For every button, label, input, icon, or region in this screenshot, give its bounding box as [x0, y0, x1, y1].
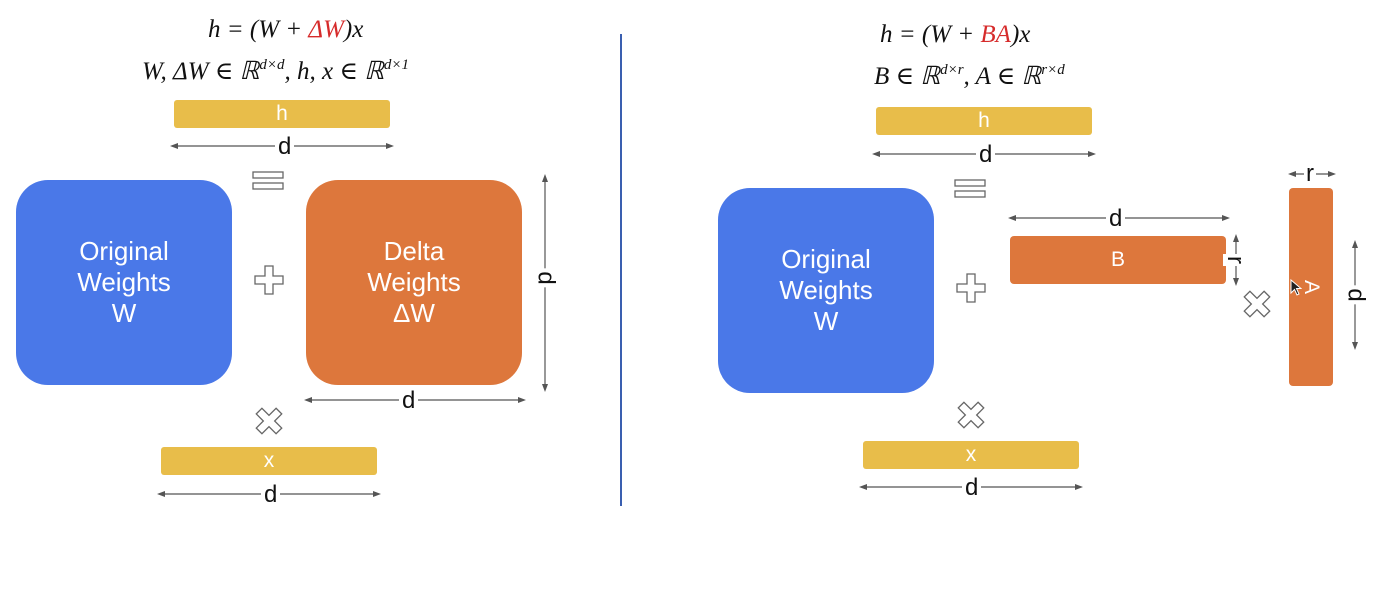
left-delta-line2: Weights	[367, 267, 461, 297]
left-delta-weights-box: Delta Weights ΔW	[306, 180, 522, 385]
left-x-vector: x	[161, 447, 377, 475]
left-h-label: h	[276, 102, 288, 125]
left-set-sup1: d×d	[259, 57, 285, 73]
right-a-hdim-label: r	[1304, 160, 1316, 187]
left-h-dim-label: d	[275, 135, 295, 159]
left-orig-line3: W	[111, 298, 137, 328]
right-set-mid: , A ∈ ℝ	[963, 63, 1042, 90]
right-orig-line2: Weights	[779, 275, 873, 305]
left-plus-icon	[254, 265, 284, 295]
left-eq-highlight: ΔW	[308, 16, 344, 43]
left-x-label: x	[263, 449, 275, 472]
right-b-matrix: B	[1010, 236, 1226, 284]
right-eq-prefix: h = (W +	[880, 21, 981, 48]
left-original-weights-box: Original Weights W	[16, 180, 232, 385]
right-set-sup1: d×r	[940, 62, 964, 78]
right-eq-suffix: )x	[1010, 21, 1031, 48]
left-orig-line2: Weights	[77, 267, 171, 297]
right-set-sup2: r×d	[1041, 62, 1065, 78]
right-a-vdim-label: d	[1343, 285, 1370, 305]
right-x-label: x	[965, 443, 977, 466]
left-times-icon	[254, 406, 284, 436]
left-set-mid: , h, x ∈ ℝ	[284, 58, 384, 85]
right-h-label: h	[978, 109, 990, 132]
right-h-vector: h	[876, 107, 1092, 135]
mouse-cursor-icon	[1290, 279, 1302, 296]
right-plus-icon	[956, 273, 986, 303]
left-delta-line3: ΔW	[393, 298, 435, 328]
right-a-label: A	[1299, 279, 1323, 295]
left-orig-line1: Original	[79, 236, 169, 266]
left-set-text: W, ΔW ∈ ℝ	[142, 58, 260, 85]
right-x-vector: x	[863, 441, 1079, 469]
right-set-text: B ∈ ℝ	[874, 63, 941, 90]
left-eq-prefix: h = (W +	[208, 16, 309, 43]
left-h-vector: h	[174, 100, 390, 128]
left-equation: h = (W + ΔW)x	[208, 16, 363, 44]
left-set-definition: W, ΔW ∈ ℝd×d, h, x ∈ ℝd×1	[142, 56, 409, 86]
right-set-definition: B ∈ ℝd×r, A ∈ ℝr×d	[874, 61, 1065, 91]
right-b-hdim-label: d	[1106, 207, 1126, 231]
right-equation: h = (W + BA)x	[880, 21, 1030, 49]
right-eq-highlight: BA	[980, 21, 1011, 48]
right-b-vdim-label: r	[1222, 254, 1249, 266]
right-orig-line3: W	[813, 306, 839, 336]
right-orig-line1: Original	[781, 244, 871, 274]
panel-divider	[620, 34, 622, 506]
left-eq-suffix: )x	[343, 16, 364, 43]
left-delta-hdim-label: d	[399, 389, 419, 413]
left-x-dim-label: d	[261, 483, 281, 507]
right-x-dim-label: d	[962, 476, 982, 500]
right-times-icon-bottom	[956, 400, 986, 430]
left-set-sup2: d×1	[383, 57, 409, 73]
left-delta-vdim-label: d	[533, 268, 560, 288]
right-original-weights-box: Original Weights W	[718, 188, 934, 393]
left-equals-icon	[252, 170, 284, 192]
right-times-icon	[1242, 289, 1272, 319]
left-delta-line1: Delta	[383, 236, 445, 266]
right-h-dim-label: d	[976, 143, 996, 167]
right-equals-icon	[954, 178, 986, 200]
right-b-label: B	[1110, 248, 1125, 271]
